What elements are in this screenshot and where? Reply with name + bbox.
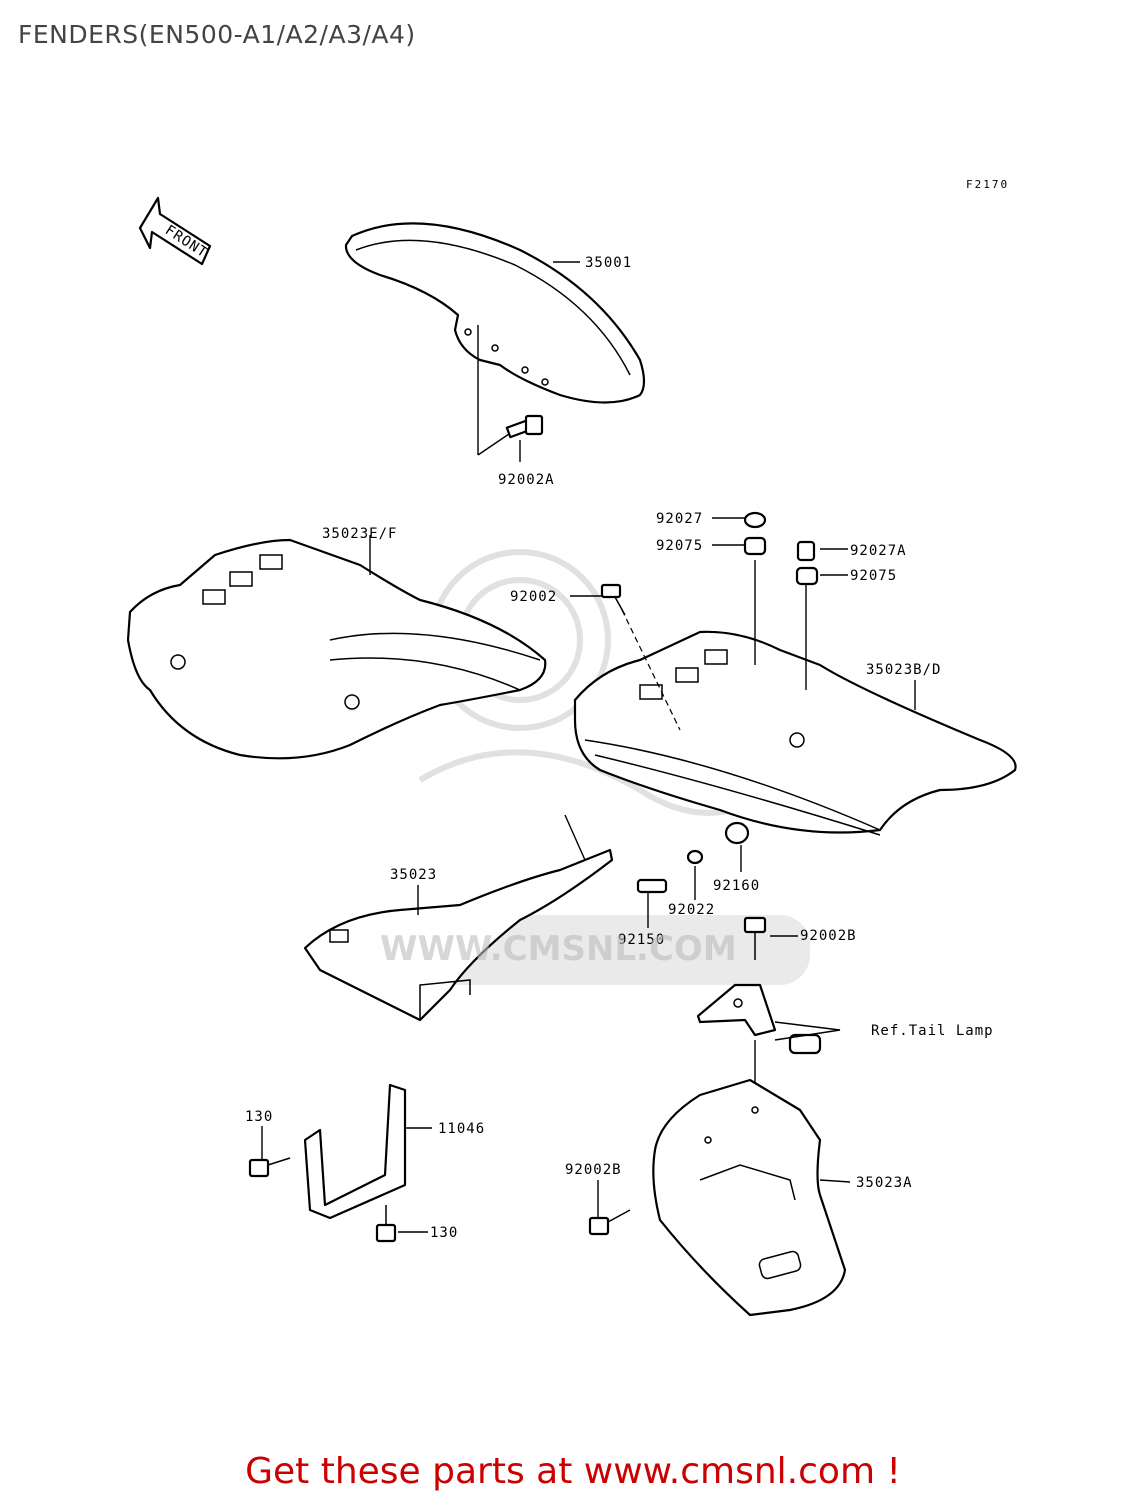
label-92002A: 92002A [498,472,555,488]
tail-lamp-bracket[interactable] [696,983,777,1037]
bracket-11046[interactable] [303,1083,407,1220]
watermark-text: WWW.CMSNL.COM [380,929,737,969]
bolt-92002B-bottom-icon[interactable] [588,1209,631,1236]
label-35023: 35023 [390,867,437,883]
rear-fender-front[interactable] [126,538,547,760]
bolt-92002A-icon[interactable] [505,414,544,439]
bolt-130-a-icon[interactable] [248,1157,291,1178]
label-35023EF: 35023E/F [322,526,397,542]
label-130-b: 130 [430,1225,458,1241]
rear-fender-inner-plate[interactable] [303,848,614,1022]
front-fender[interactable] [344,222,646,404]
bolt-92150-icon[interactable] [636,878,668,894]
bolt-130-b-icon[interactable] [375,1205,397,1243]
label-92002: 92002 [510,589,557,605]
label-92150: 92150 [618,932,665,948]
label-35023BD: 35023B/D [866,662,941,678]
label-92002B-top: 92002B [800,928,857,944]
label-92022: 92022 [668,902,715,918]
label-92075-b: 92075 [850,568,897,584]
footer-link[interactable]: Get these parts at www.cmsnl.com ! [245,1451,901,1492]
washer-92022-icon[interactable] [686,849,704,865]
label-35023A: 35023A [856,1175,913,1191]
figure-code: F2170 [966,178,1010,191]
tail-fender-35023A[interactable] [652,1078,847,1317]
page-title: FENDERS(EN500-A1/A2/A3/A4) [18,20,416,49]
label-ref-tail-lamp: Ref.Tail Lamp [871,1023,994,1039]
label-92160: 92160 [713,878,760,894]
label-35001: 35001 [585,255,632,271]
grommet-92160-icon[interactable] [724,821,750,845]
grommet-92027-icon[interactable] [743,511,767,529]
label-92002B-bottom: 92002B [565,1162,622,1178]
front-arrow-icon: FRONT [138,196,212,266]
damper-92075-a-icon[interactable] [743,536,767,556]
footer-link-text[interactable]: Get these parts at www.cmsnl.com ! [0,1451,1146,1492]
bolt-92002B-top-icon[interactable] [743,916,767,960]
collar-92027A-icon[interactable] [796,540,816,562]
bolt-92002-icon[interactable] [600,583,626,616]
label-92027: 92027 [656,511,703,527]
rear-fender-rear[interactable] [573,630,1017,836]
label-92075-a: 92075 [656,538,703,554]
label-11046: 11046 [438,1121,485,1137]
label-92027A: 92027A [850,543,907,559]
damper-92075-b-icon[interactable] [795,566,819,586]
label-130-a: 130 [245,1109,273,1125]
